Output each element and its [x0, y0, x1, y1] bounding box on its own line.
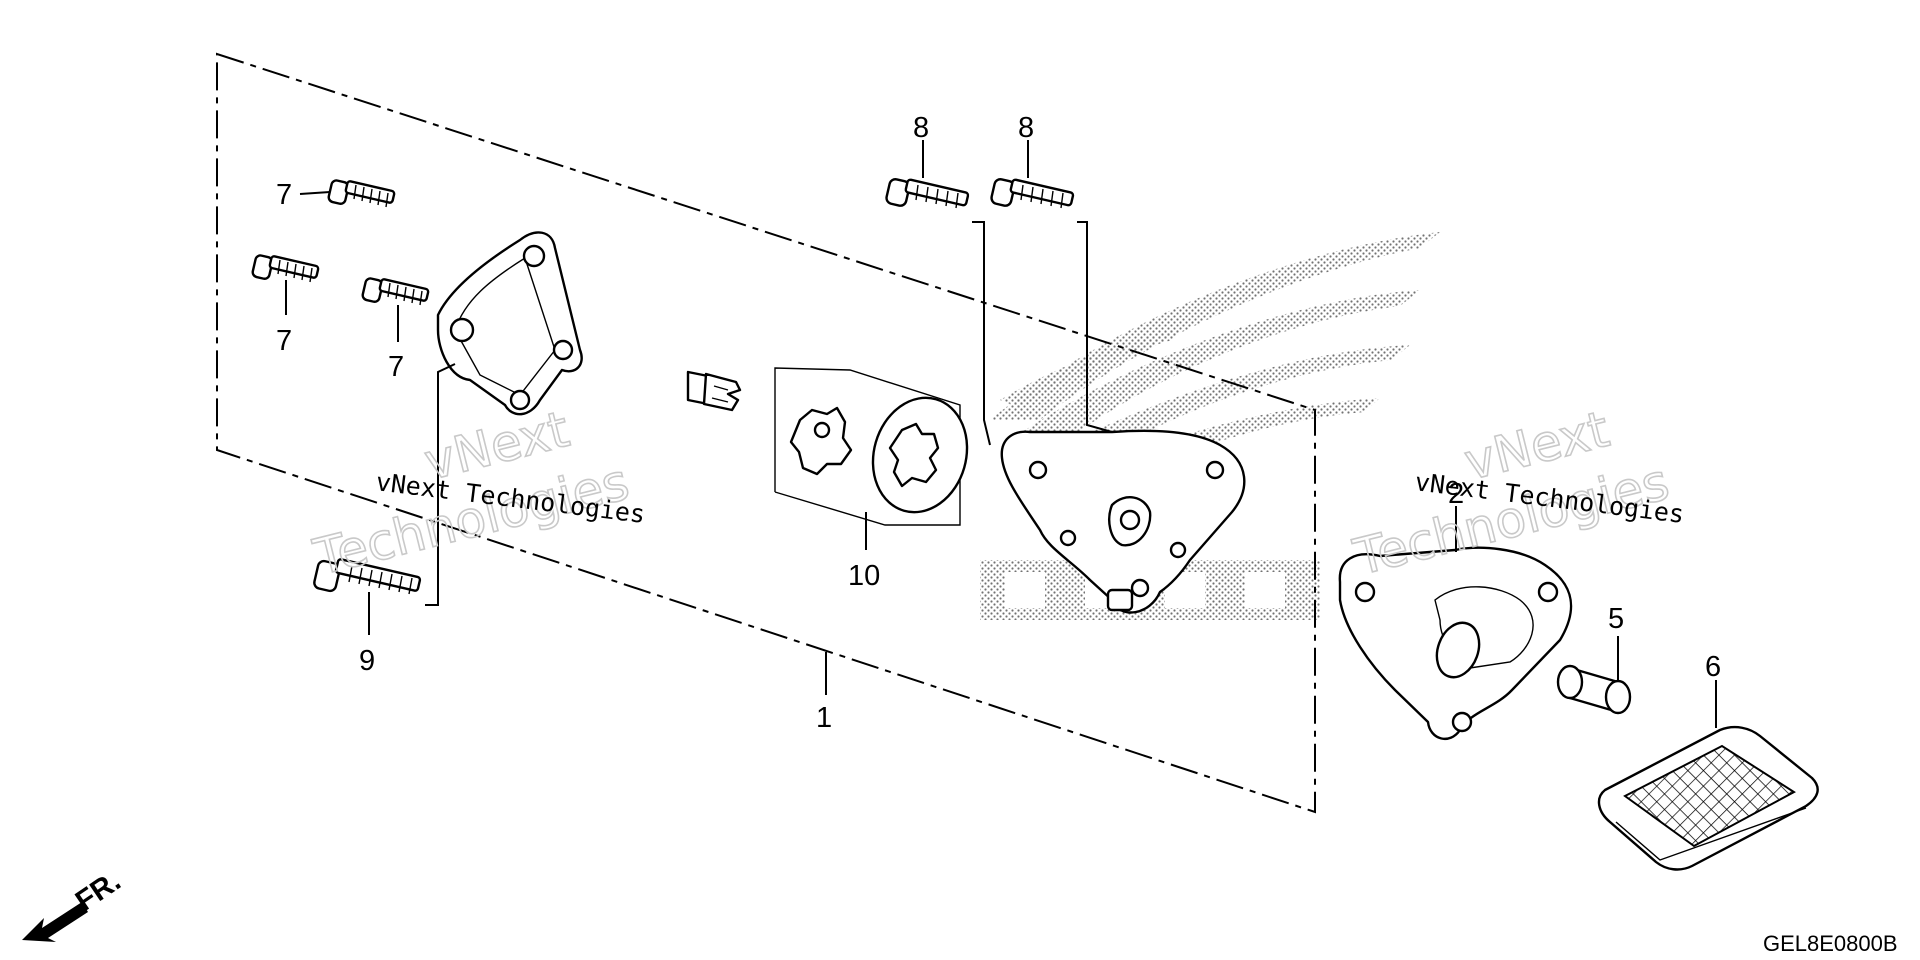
bolt-9 — [313, 363, 456, 635]
callout-part-7-right: 7 — [388, 351, 404, 383]
drive-pin — [686, 370, 742, 412]
bolt-7-left — [251, 254, 320, 315]
callout-part-5: 5 — [1608, 603, 1624, 635]
pump-cover-plate — [436, 231, 583, 416]
callout-part-10: 10 — [848, 560, 880, 592]
gasket — [1338, 506, 1573, 741]
callout-part-7-top: 7 — [276, 179, 292, 211]
collar — [1556, 636, 1632, 715]
watermark-left: vNext Technologies vNext Technologies — [307, 399, 647, 587]
callout-part-9: 9 — [359, 645, 375, 677]
bolt-7-top — [299, 179, 396, 208]
oil-strainer — [1597, 680, 1819, 871]
callout-part-2: 2 — [1448, 478, 1464, 510]
callout-part-6: 6 — [1705, 651, 1721, 683]
diagram-code: GEL8E0800B — [1763, 931, 1898, 956]
bolt-8-left — [885, 140, 991, 446]
callout-part-8-right: 8 — [1018, 112, 1034, 144]
front-direction-arrow-icon: FR. — [22, 865, 127, 942]
pump-body — [1000, 429, 1246, 614]
bolt-7-right — [361, 277, 430, 342]
rotor-set — [774, 367, 969, 550]
assembly-boundary — [216, 52, 1316, 814]
callout-part-8-left: 8 — [913, 112, 929, 144]
callout-part-1: 1 — [816, 702, 832, 734]
bolt-8-right — [990, 140, 1113, 433]
callout-part-7-left: 7 — [276, 325, 292, 357]
